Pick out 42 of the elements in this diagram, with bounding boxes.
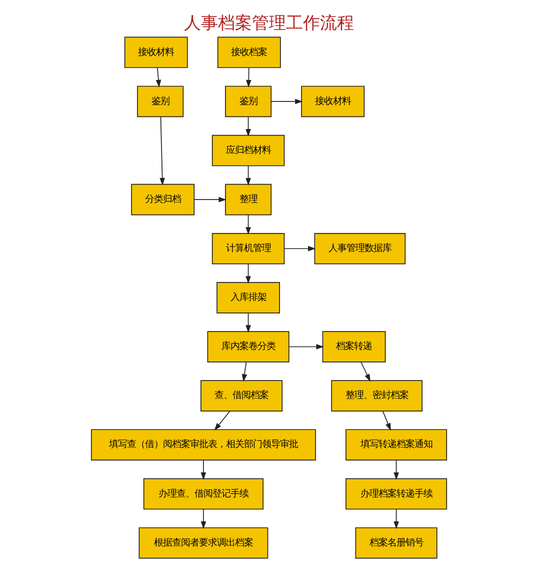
arrow (245, 312, 250, 333)
arrow (382, 410, 390, 431)
arrow (245, 116, 250, 137)
arrow (283, 246, 316, 252)
node-box: 分类归档 (130, 184, 194, 216)
arrow (245, 214, 250, 235)
node-box: 档案名册销号 (354, 527, 437, 559)
arrow (193, 196, 226, 202)
node-box: 填写查（借）阅档案审批表，相关部门领导审批 (90, 429, 316, 460)
node-box: 查、借阅档案 (200, 380, 282, 412)
diagram-title: 人事档案管理工作流程 (184, 12, 354, 33)
arrow (200, 460, 206, 480)
node-box: 应归档材料 (211, 134, 284, 166)
node-box: 办理档案转递手续 (345, 478, 447, 510)
arrow (270, 98, 302, 104)
node-box: 整理 (224, 184, 272, 216)
arrow (155, 67, 161, 88)
arrow (393, 460, 398, 480)
node-box: 入库排架 (216, 282, 280, 314)
arrow (241, 362, 247, 382)
node-box: 办理查、借阅登记手续 (142, 478, 263, 510)
node-box: 接收材料 (300, 86, 364, 118)
node-box: 鉴别 (224, 86, 272, 118)
arrow (393, 508, 398, 530)
arrow (159, 116, 164, 186)
node-box: 计算机管理 (211, 232, 284, 264)
node-box: 库内案卷分类 (206, 331, 289, 362)
node-box: 整理、密封档案 (330, 380, 422, 412)
node-box: 接收档案 (216, 36, 280, 68)
node-box: 接收材料 (124, 36, 188, 68)
arrow (245, 264, 250, 284)
arrow (245, 67, 251, 88)
arrow (200, 508, 206, 530)
node-box: 人事管理数据库 (314, 232, 406, 264)
node-box: 填写转递档案通知 (345, 429, 447, 460)
arrow (245, 165, 250, 186)
arrow (214, 410, 230, 431)
node-box: 鉴别 (136, 86, 184, 118)
arrow (288, 344, 324, 350)
arrow (360, 362, 370, 382)
node-box: 档案转递 (322, 331, 386, 362)
node-box: 根据查阅者要求调出档案 (138, 527, 268, 559)
